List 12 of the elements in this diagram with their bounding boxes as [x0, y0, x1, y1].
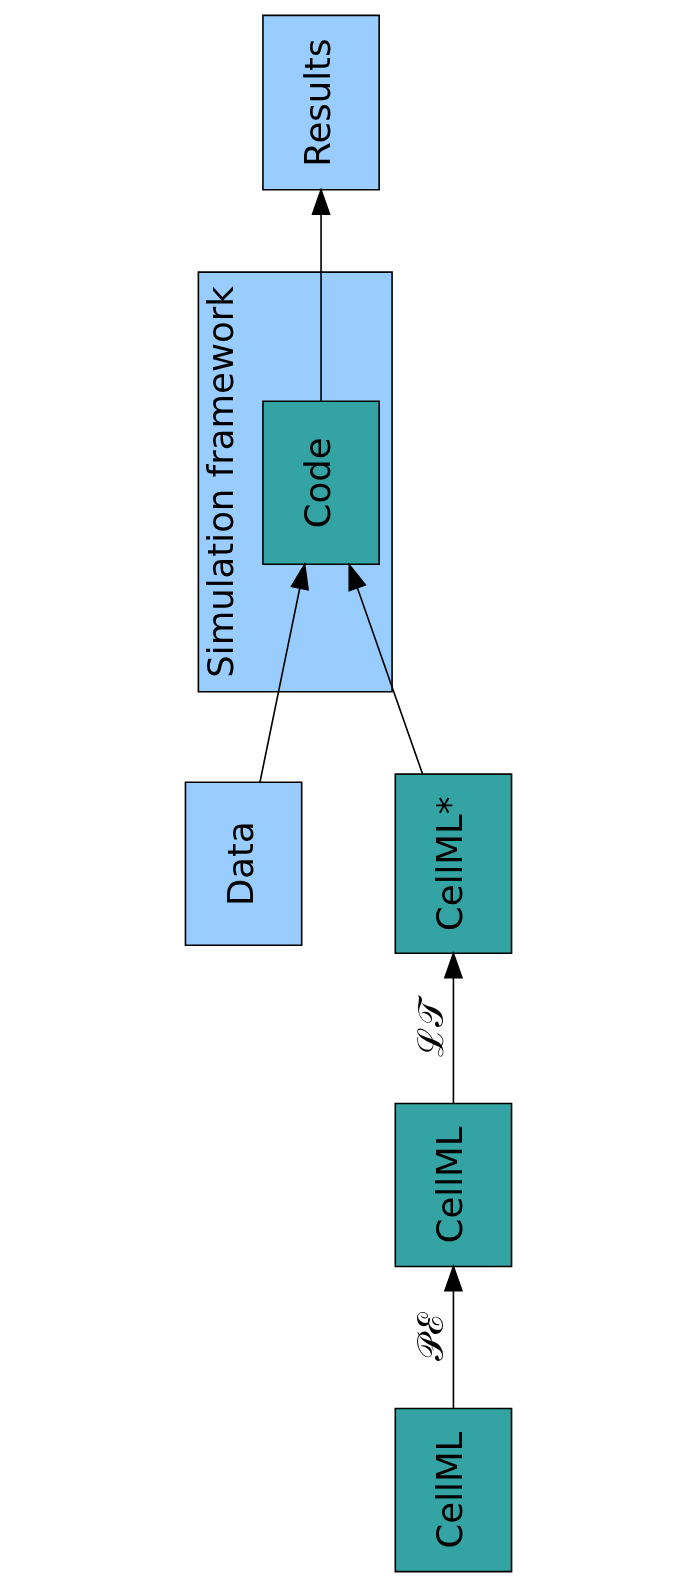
arrow: [348, 562, 424, 775]
node-box: CellML: [394, 1407, 513, 1573]
arrow: [443, 950, 464, 1104]
node-box: Results: [262, 14, 380, 191]
node-box: Data: [184, 781, 303, 947]
node-box: CellML: [394, 1102, 513, 1268]
arrow: [443, 1264, 464, 1410]
node-box: Code: [262, 400, 380, 566]
node-box: CellML*: [394, 773, 513, 955]
edge-label: 𝒫ℰ: [410, 1314, 452, 1362]
arrow: [311, 187, 331, 402]
arrow: [259, 561, 310, 783]
